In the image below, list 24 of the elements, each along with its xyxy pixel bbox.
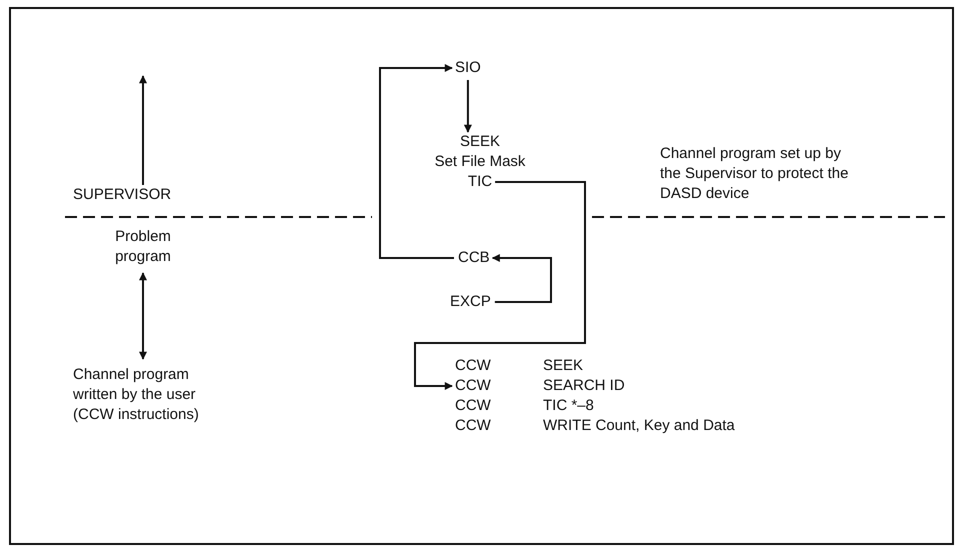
- arrow: [139, 272, 147, 360]
- level-label: SUPERVISOR: [73, 185, 172, 205]
- level-label: Problem program: [93, 227, 193, 267]
- operand-text: TIC *–8: [543, 396, 594, 416]
- operand-text: SEARCH ID: [543, 376, 625, 396]
- instruction-text: EXCP: [450, 292, 491, 312]
- instruction-text: SEEK: [460, 132, 500, 152]
- note-text: Channel program set up by the Supervisor to protect the DASD device: [660, 144, 850, 204]
- operand-text: SEEK: [543, 356, 584, 376]
- arrow: [139, 75, 147, 185]
- arrow: [414, 181, 586, 390]
- arrow: [379, 64, 454, 259]
- arrow: [464, 80, 472, 133]
- instruction-text: CCB: [458, 248, 490, 268]
- arrow: [492, 254, 552, 303]
- instruction-text: Set File Mask: [434, 152, 526, 172]
- operand-text: WRITE Count, Key and Data: [543, 416, 735, 436]
- opcode-text: CCW: [455, 376, 492, 396]
- note-text: Channel program written by the user (CCW instructions): [73, 365, 223, 425]
- instruction-text: TIC: [468, 172, 492, 192]
- opcode-text: CCW: [455, 396, 492, 416]
- opcode-text: CCW: [455, 356, 492, 376]
- opcode-text: CCW: [455, 416, 492, 436]
- instruction-text: SIO: [455, 58, 481, 78]
